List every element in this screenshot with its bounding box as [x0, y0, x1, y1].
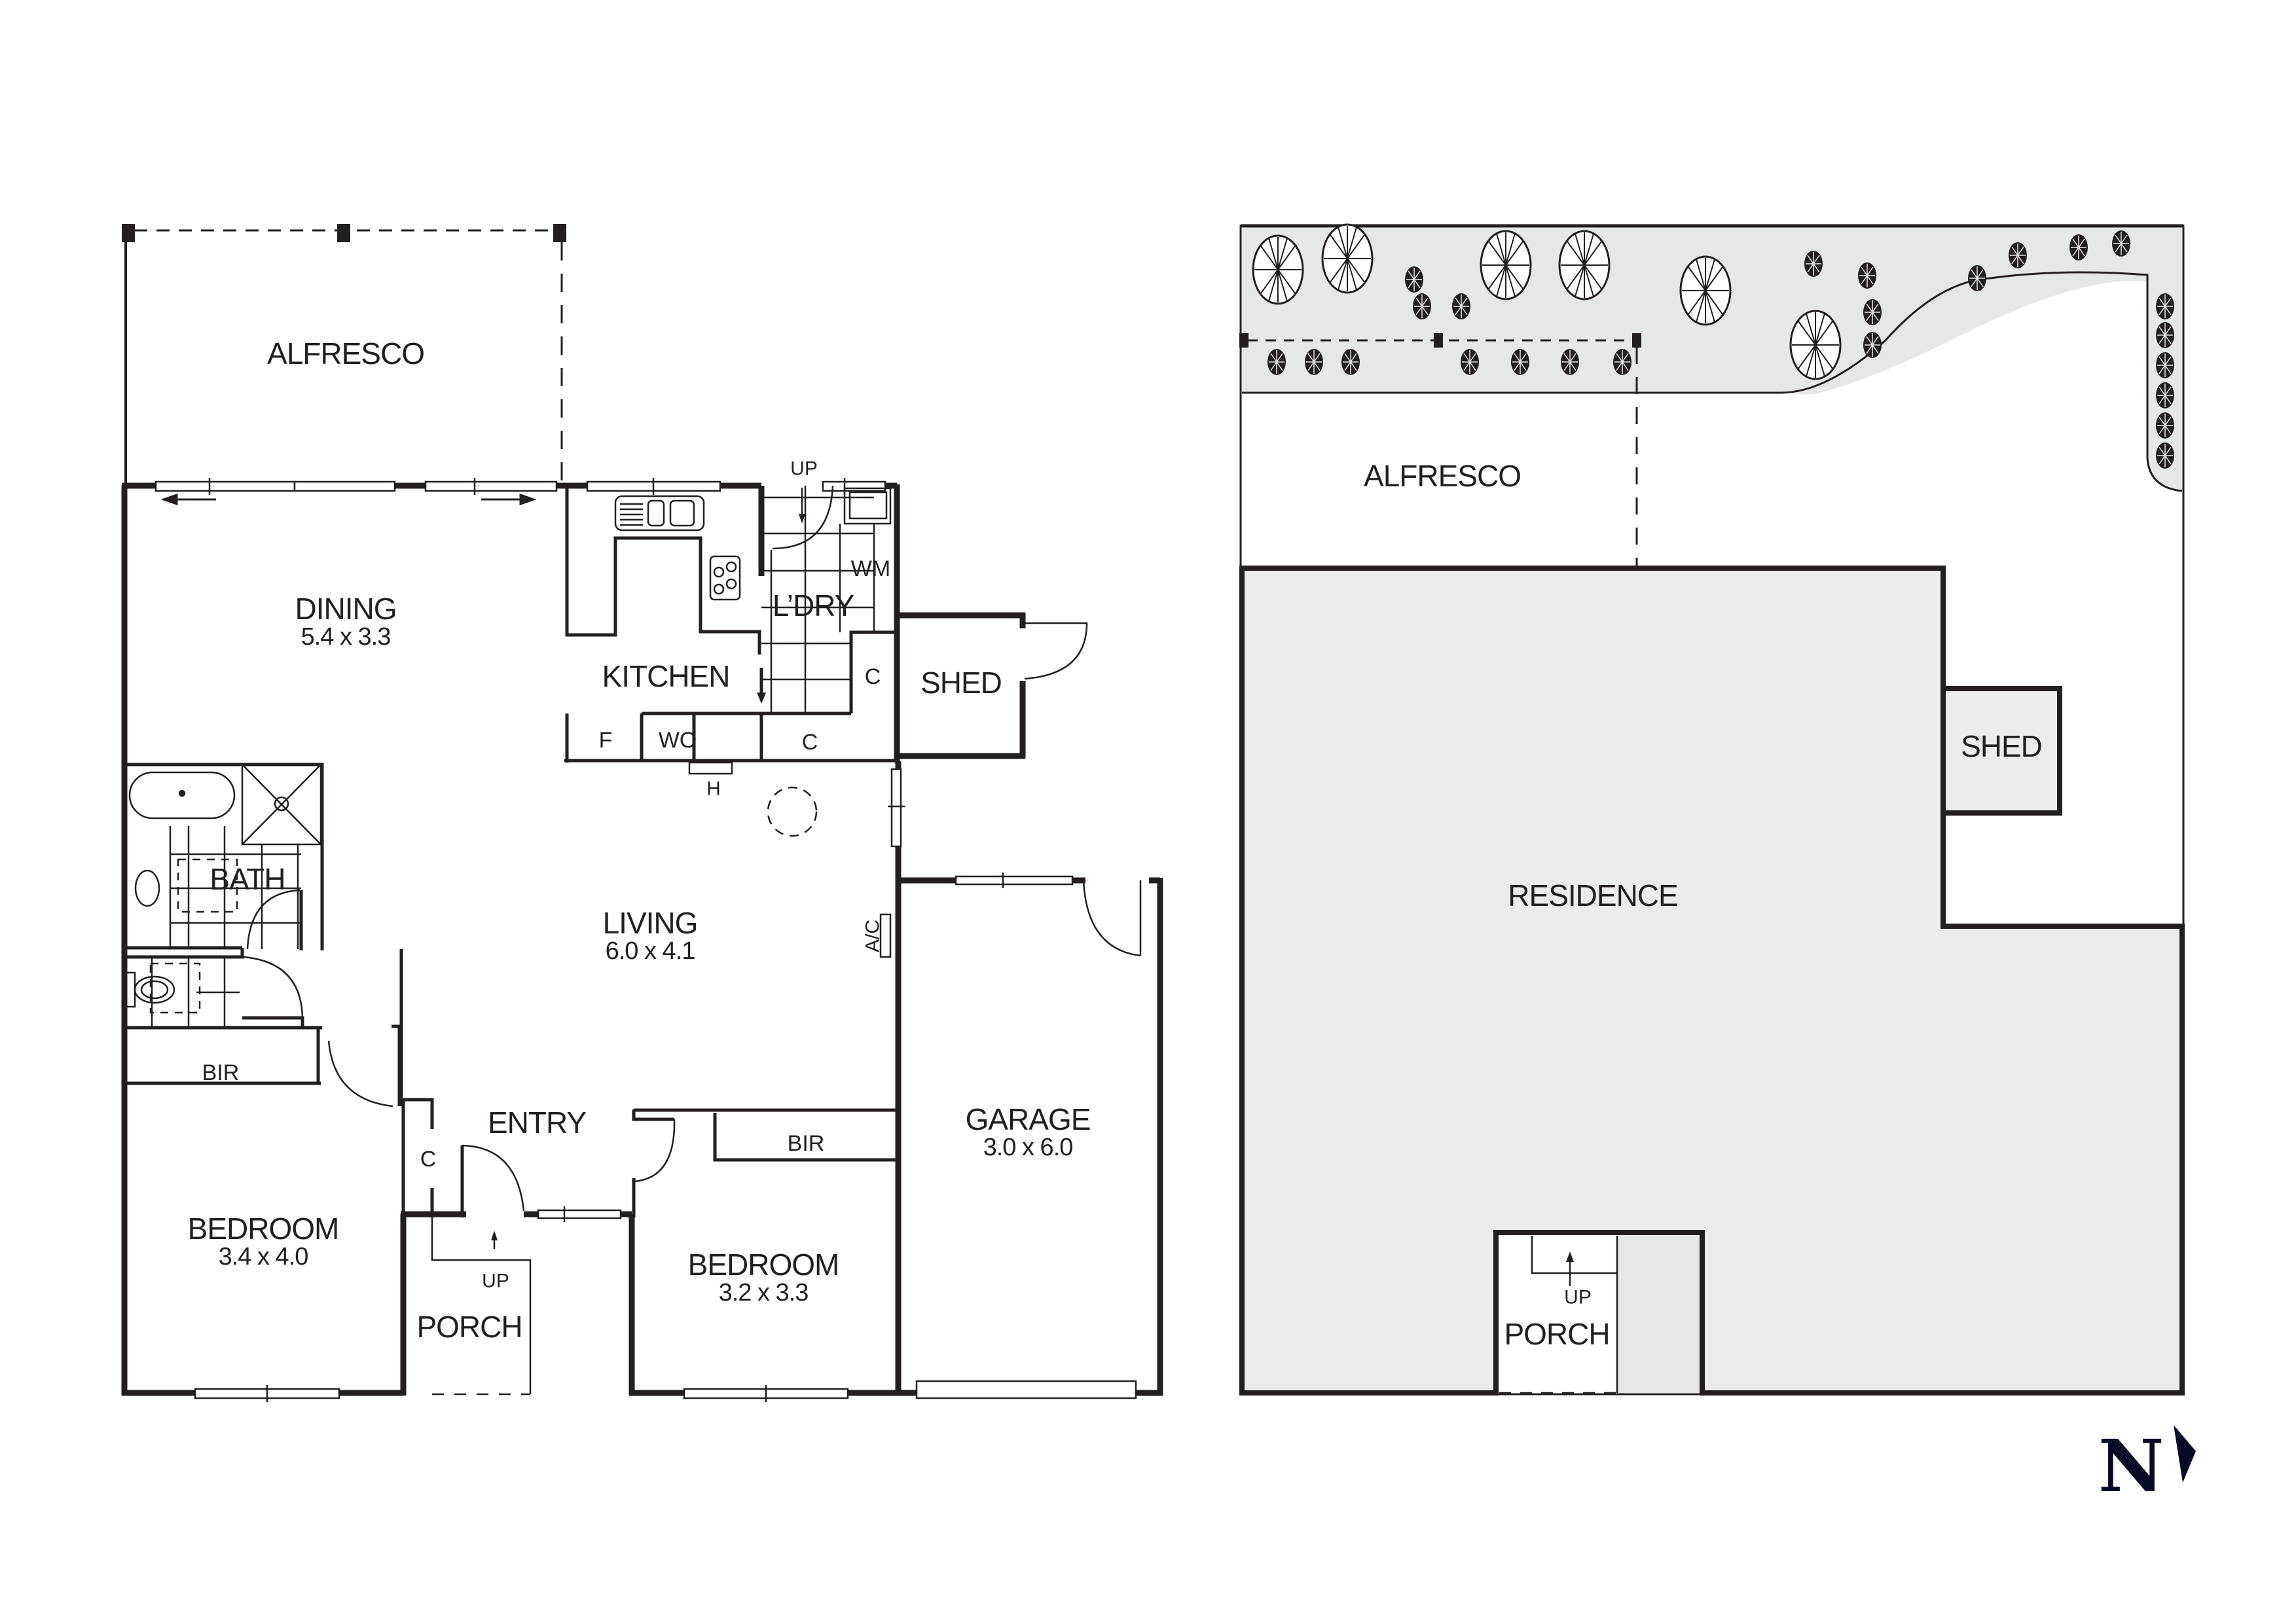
room-label-alfresco: ALFRESCO: [267, 336, 425, 370]
stairs-up-laundry: UP: [790, 458, 818, 480]
site-plan: [1239, 223, 2185, 1396]
windows: [155, 478, 1137, 1402]
room-name: GARAGE: [965, 1102, 1091, 1136]
room-label-laundry: L’DRY: [772, 588, 855, 622]
room-name: BEDROOM: [187, 1211, 340, 1246]
room-label-shed: SHED: [920, 665, 1002, 700]
room-dining: DINING 5.4 x 3.3: [295, 593, 397, 651]
fixture-bir-bedroom-1: BIR: [202, 1060, 240, 1086]
fixture-wall-oven: WO: [658, 728, 697, 753]
room-size: 6.0 x 4.1: [605, 937, 696, 965]
site-label-residence: RESIDENCE: [1508, 878, 1678, 912]
site-label-porch: PORCH: [1504, 1316, 1610, 1351]
room-name: LIVING: [602, 905, 699, 940]
site-stairs-up: UP: [1564, 1286, 1592, 1308]
stairs-up-porch: UP: [482, 1270, 509, 1292]
room-label-bath: BATH: [210, 861, 285, 896]
fixture-washing-machine: WM: [850, 556, 891, 582]
room-size: 3.0 x 6.0: [983, 1134, 1074, 1162]
fixture-cupboard-laundry: C: [864, 664, 881, 690]
site-label-shed: SHED: [1961, 729, 2043, 763]
room-garage: GARAGE 3.0 x 6.0: [966, 1104, 1091, 1161]
alfresco-outline: [122, 224, 566, 486]
room-bedroom-2: BEDROOM 3.2 x 3.3: [687, 1247, 840, 1307]
room-name: BEDROOM: [687, 1247, 840, 1282]
room-size: 3.4 x 4.0: [218, 1243, 309, 1271]
room-size: 3.2 x 3.3: [718, 1279, 809, 1307]
room-size: 5.4 x 3.3: [301, 623, 392, 651]
fixture-cupboard-entry: C: [420, 1147, 437, 1172]
room-bedroom-1: BEDROOM 3.4 x 4.0: [187, 1211, 340, 1271]
room-label-entry: ENTRY: [487, 1105, 587, 1140]
north-compass-label: N: [2098, 1424, 2164, 1508]
thin-lines: [124, 485, 1142, 1396]
room-label-porch: PORCH: [416, 1309, 522, 1344]
exterior-walls: [121, 482, 1163, 1396]
fixture-fridge: F: [598, 728, 613, 753]
site-label-alfresco: ALFRESCO: [1364, 458, 1522, 493]
fixture-cupboard-kitchen: C: [801, 730, 818, 755]
room-living: LIVING 6.0 x 4.1: [602, 905, 699, 965]
fixture-heater: H: [706, 778, 721, 800]
sliding-door-arrows: [160, 493, 537, 506]
fixture-bir-bedroom-2: BIR: [787, 1131, 825, 1157]
fixture-air-conditioner: A/C: [862, 919, 884, 953]
north-arrow-icon: [2174, 1425, 2196, 1483]
room-label-kitchen: KITCHEN: [602, 658, 731, 693]
room-name: DINING: [295, 591, 397, 626]
